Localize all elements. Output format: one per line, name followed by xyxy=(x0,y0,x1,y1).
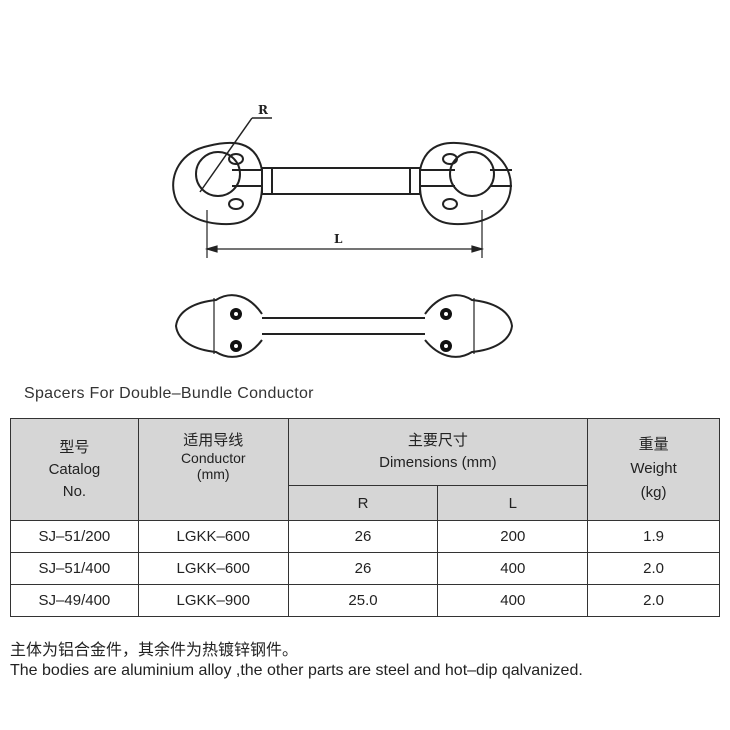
cell-l: 200 xyxy=(437,520,589,553)
cell-r: 26 xyxy=(287,552,439,585)
cell-r: 26 xyxy=(287,520,439,553)
header-l: L xyxy=(437,485,589,521)
side-view-rod xyxy=(262,317,425,335)
note-chinese: 主体为铝合金件，其余件为热镀锌钢件。 xyxy=(10,642,299,659)
header-dimensions: 主要尺寸 Dimensions (mm) xyxy=(287,418,589,486)
table-caption: Spacers For Double–Bundle Conductor xyxy=(24,385,314,402)
cell-weight: 2.0 xyxy=(587,552,720,585)
spacer-technical-drawing: R L xyxy=(172,103,514,358)
cell-catalog: SJ–51/400 xyxy=(10,552,139,585)
radius-label: R xyxy=(258,103,269,117)
cell-conductor: LGKK–900 xyxy=(137,584,289,617)
top-view-left-clamp xyxy=(172,141,263,226)
cell-weight: 1.9 xyxy=(587,520,720,553)
cell-weight: 2.0 xyxy=(587,584,720,617)
header-conductor: 适用导线 Conductor (mm) xyxy=(137,418,289,521)
cell-conductor: LGKK–600 xyxy=(137,552,289,585)
spec-table: 型号 Catalog No. 适用导线 Conductor (mm) 主要尺寸 … xyxy=(10,418,720,617)
cell-conductor: LGKK–600 xyxy=(137,520,289,553)
header-weight: 重量 Weight (kg) xyxy=(587,418,720,521)
note-english: The bodies are aluminium alloy ,the othe… xyxy=(10,662,583,679)
cell-catalog: SJ–51/200 xyxy=(10,520,139,553)
cell-l: 400 xyxy=(437,552,589,585)
header-catalog: 型号 Catalog No. xyxy=(10,418,139,521)
length-label: L xyxy=(334,232,343,246)
side-view-right-body xyxy=(424,294,514,358)
length-dimension xyxy=(204,210,485,258)
top-view-tube xyxy=(261,167,421,195)
table-row: SJ–49/400 LGKK–900 25.0 400 2.0 xyxy=(10,584,720,617)
cell-catalog: SJ–49/400 xyxy=(10,584,139,617)
side-view-left-body xyxy=(174,294,263,358)
table-row: SJ–51/400 LGKK–600 26 400 2.0 xyxy=(10,552,720,585)
cell-r: 25.0 xyxy=(287,584,439,617)
header-r: R xyxy=(287,485,439,521)
radius-leader xyxy=(199,117,272,193)
cell-l: 400 xyxy=(437,584,589,617)
top-view-right-clamp xyxy=(419,141,512,226)
table-row: SJ–51/200 LGKK–600 26 200 1.9 xyxy=(10,520,720,553)
